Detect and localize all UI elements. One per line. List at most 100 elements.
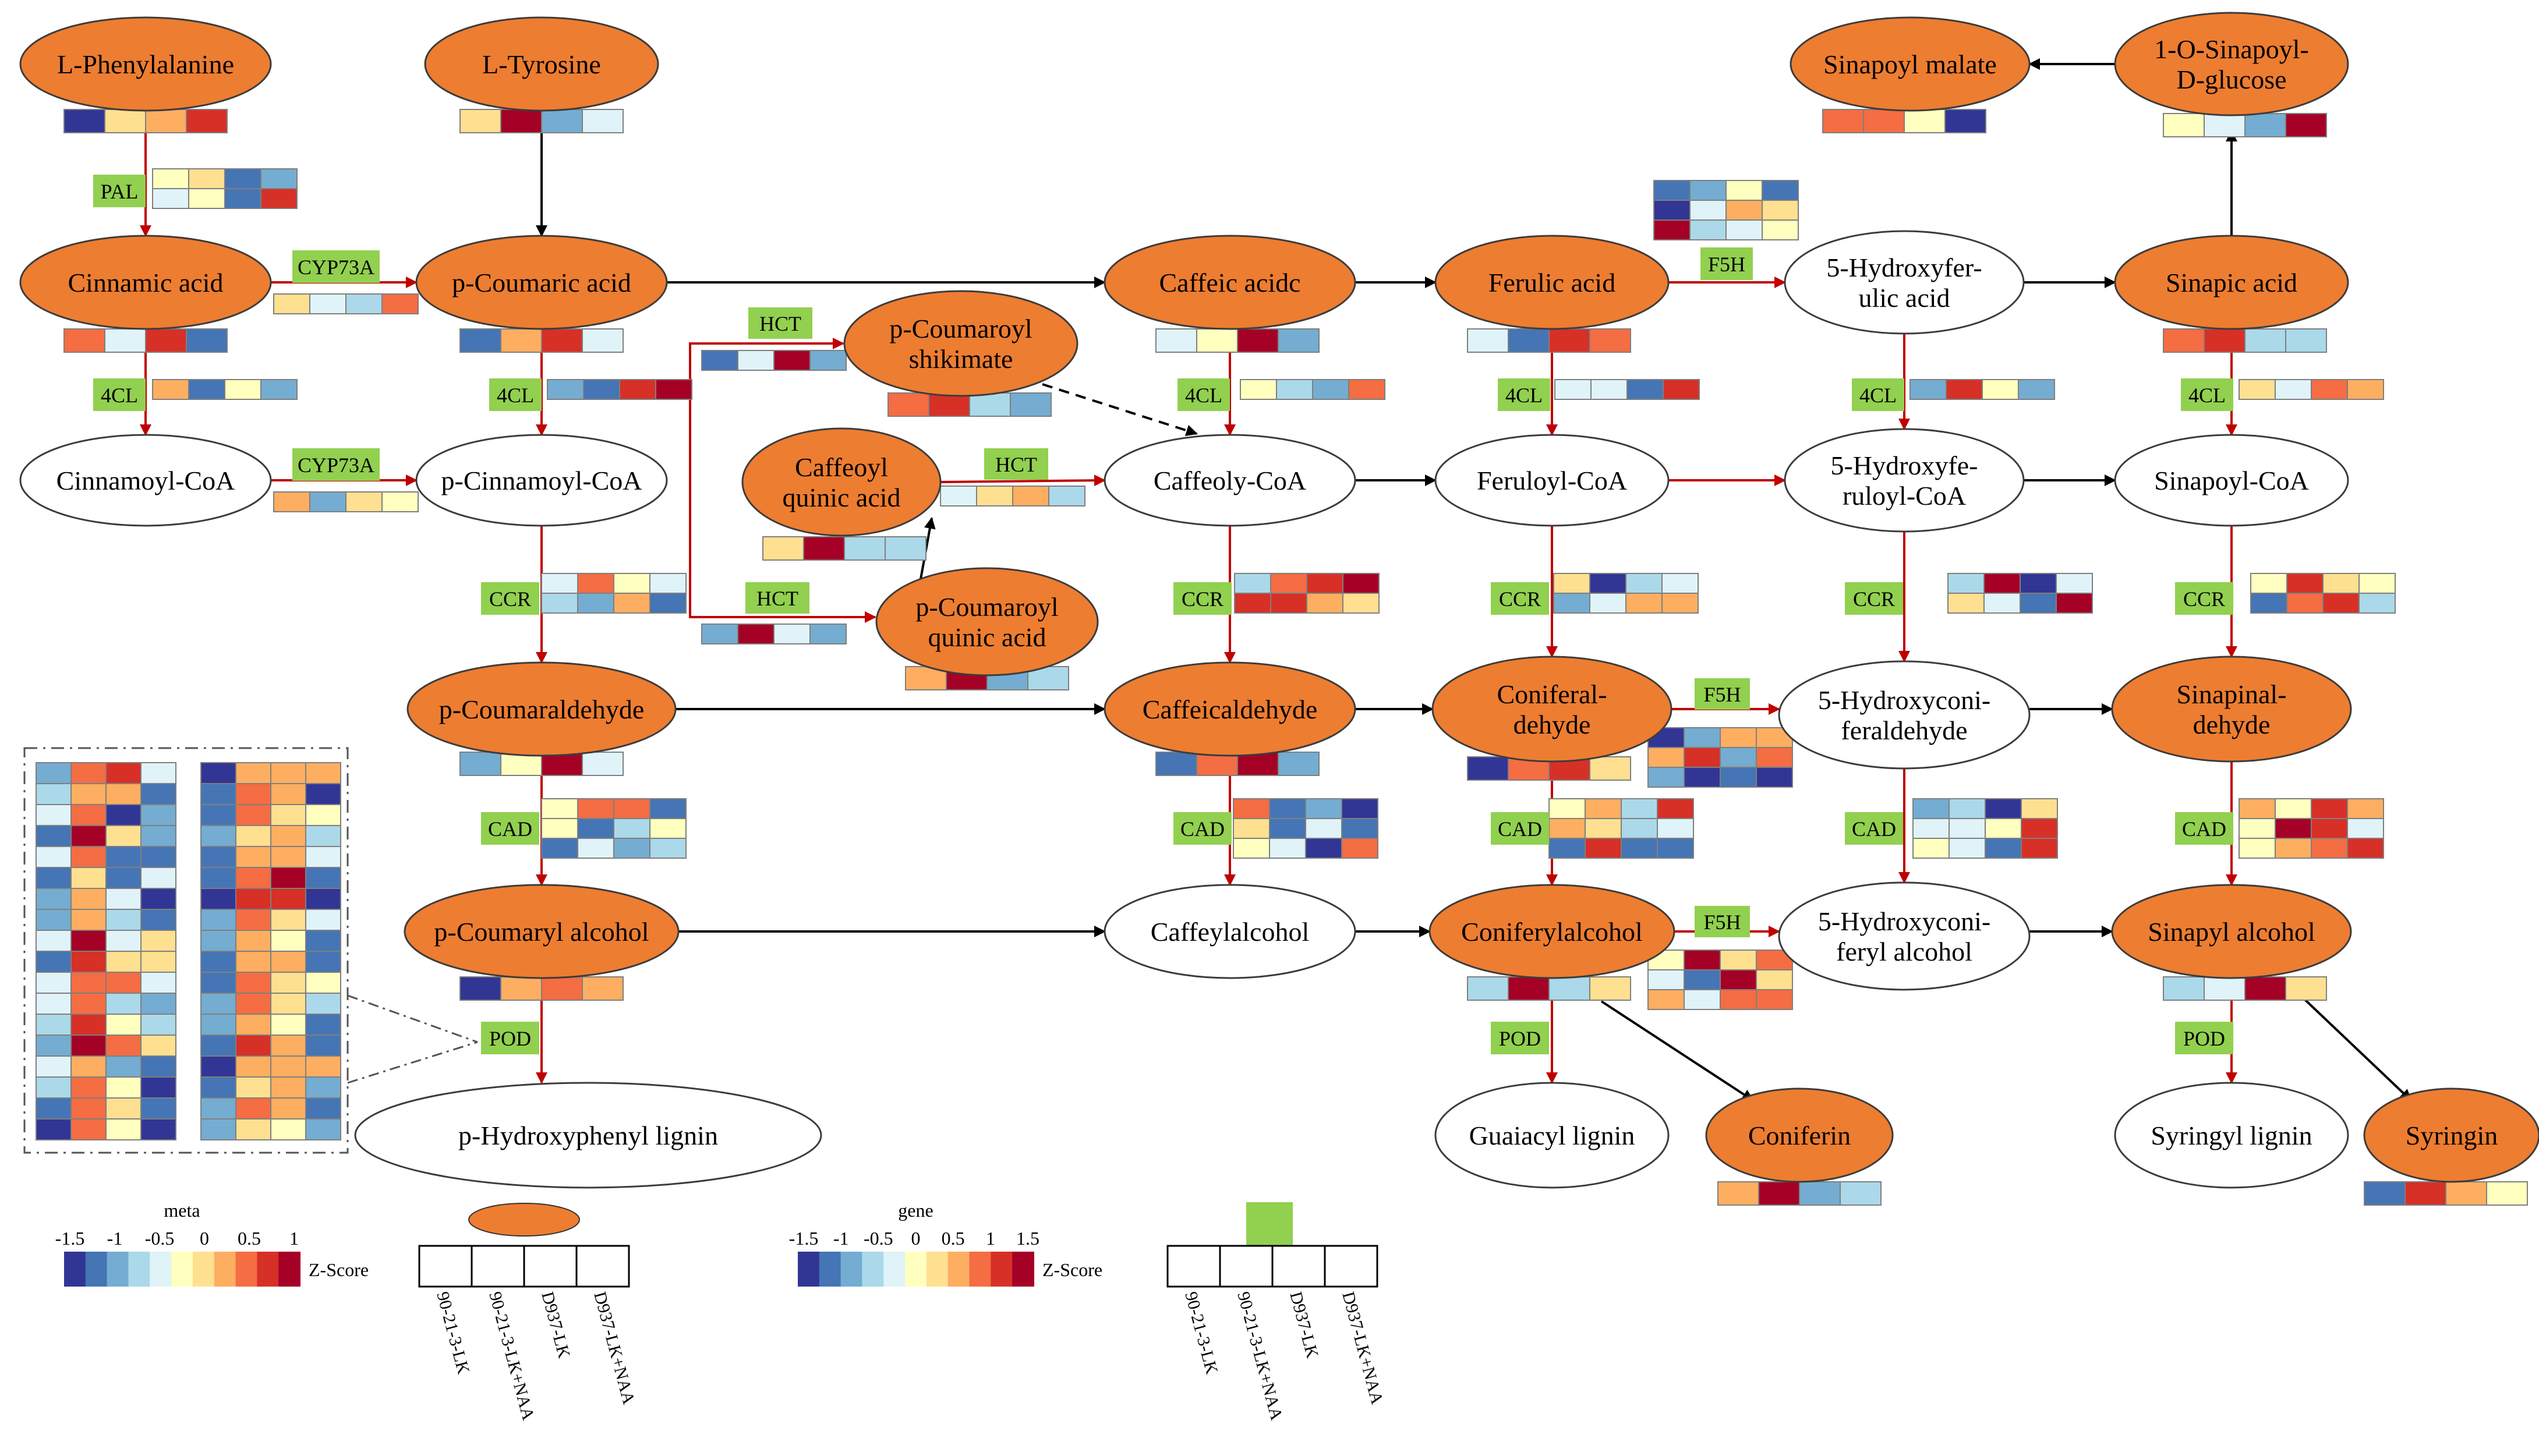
- metabolite-label: p-Coumaryl alcohol: [434, 917, 649, 947]
- metabolite-heatmap-cell: [1799, 1181, 1841, 1206]
- metabolite-fer: Ferulic acid: [1434, 235, 1670, 330]
- colorbar-segment: [926, 1252, 949, 1287]
- inset-heatmap-cell: [36, 867, 72, 889]
- inset-heatmap-cell: [305, 1097, 341, 1120]
- inset-heatmap-cell: [105, 888, 142, 910]
- enzyme-box: [1173, 812, 1232, 845]
- gene-heatmap-cell: [1684, 950, 1721, 970]
- metabolite-key-marker: [468, 1203, 580, 1237]
- inset-heatmap-cell: [140, 1014, 176, 1036]
- inset-heatmap-cell: [200, 804, 236, 826]
- colorbar-segment: [969, 1252, 992, 1287]
- metabolite-sinald: Sinapinal-dehyde: [2111, 656, 2352, 763]
- metabolite-heatmap-cell: [1589, 756, 1631, 781]
- gene-heatmap-cell: [649, 593, 687, 614]
- gene-heatmap-cell: [1947, 593, 1985, 614]
- metabolite-hfer: 5-Hydroxyfer-ulic acid: [1784, 230, 2025, 335]
- gene-heatmap-cell: [1585, 838, 1622, 859]
- inset-connector: [347, 1041, 478, 1084]
- sample-label: 90-21-3-LK+NAA: [1233, 1290, 1286, 1422]
- gene-heatmap-cell: [2021, 818, 2058, 839]
- inset-heatmap-cell: [105, 1118, 142, 1140]
- inset-heatmap-cell: [200, 1055, 236, 1078]
- colorbar-segment: [840, 1252, 863, 1287]
- enzyme-box: [1491, 812, 1549, 845]
- inset-heatmap-cell: [36, 1076, 72, 1099]
- gene-heatmap-cell: [613, 593, 650, 614]
- metabolite-node-shape: [2111, 884, 2352, 979]
- gene-heatmap-cell: [1269, 798, 1306, 819]
- metabolite-cin: Cinnamic acid: [19, 235, 272, 330]
- enzyme-label: CAD: [488, 817, 532, 841]
- metabolite-heatmap-cell: [762, 536, 804, 561]
- inset-heatmap-cell: [305, 972, 341, 994]
- metabolite-fercoa: Feruloyl-CoA: [1434, 434, 1670, 527]
- metabolite-node-shape: [1428, 884, 1675, 979]
- sample-key-cell: [1271, 1245, 1326, 1288]
- metabolite-label: Sinapic acid: [2166, 268, 2297, 297]
- colorbar-segment: [192, 1252, 215, 1287]
- metabolite-heatmap-cell: [1822, 109, 1864, 133]
- gene-heatmap-cell: [1269, 838, 1306, 859]
- gene-heatmap-cell: [1234, 593, 1271, 614]
- reaction-arrow: [689, 480, 876, 623]
- sample-key-cell: [1324, 1245, 1378, 1288]
- gene-heatmap-cell: [1725, 200, 1763, 221]
- colorbar-segment: [905, 1252, 927, 1287]
- inset-heatmap-cell: [305, 1014, 341, 1036]
- sample-label: D937-LK+NAA: [590, 1290, 638, 1407]
- metabolite-node-shape: [19, 16, 272, 112]
- metabolite-node-shape: [404, 884, 680, 979]
- metabolite-label: Syringyl lignin: [2151, 1121, 2312, 1150]
- enzyme-ccr: CCR: [1845, 582, 1903, 615]
- inset-heatmap-cell: [105, 951, 142, 973]
- inset-heatmap-cell: [200, 762, 236, 784]
- inset-heatmap-cell: [305, 888, 341, 910]
- gene-heatmap-cell: [2311, 379, 2348, 400]
- inset-heatmap-cell: [235, 783, 271, 805]
- gene-heatmap-cell: [1663, 379, 1700, 400]
- inset-heatmap-cell: [305, 762, 341, 784]
- inset-heatmap-cell: [36, 846, 72, 868]
- inset-heatmap-cell: [200, 1076, 236, 1099]
- gene-heatmap-cell: [1233, 838, 1270, 859]
- gene-heatmap-cell: [2311, 798, 2348, 819]
- inset-heatmap-cell: [105, 972, 142, 994]
- gene-heatmap-cell: [1657, 818, 1694, 839]
- gene-heatmap-cell: [577, 818, 614, 839]
- enzyme-box: [1845, 582, 1903, 615]
- metabolite-slig: Syringyl lignin: [2114, 1082, 2349, 1189]
- gene-heatmap-cell: [2322, 593, 2360, 614]
- inset-heatmap-cell: [140, 804, 176, 826]
- inset-heatmap-cell: [70, 1118, 107, 1140]
- gene-heatmap-cell: [1912, 818, 1950, 839]
- legend-tick: 1: [289, 1228, 299, 1249]
- legend-tick: 0: [200, 1228, 209, 1249]
- inset-frame: [23, 747, 349, 1154]
- gene-heatmap-cell: [2021, 798, 2058, 819]
- metabolite-heatmap-cell: [1548, 976, 1590, 1001]
- enzyme-label: CCR: [2183, 587, 2225, 611]
- metabolite-heatmap-cell: [2244, 328, 2286, 353]
- metabolite-node-shape: [1784, 230, 2025, 335]
- gene-heatmap-cell: [1725, 219, 1763, 240]
- metabolite-label: p-Cinnamoyl-CoA: [441, 466, 642, 495]
- metabolite-node-shape: [1784, 428, 2025, 533]
- gene-heatmap-cell: [1342, 593, 1380, 614]
- metabolite-heatmap-cell: [928, 392, 970, 417]
- inset-heatmap-cell: [36, 804, 72, 826]
- inset-heatmap-cell: [305, 909, 341, 931]
- metabolite-label: Caffeylalcohol: [1151, 917, 1310, 947]
- enzyme-pod: POD: [2175, 1022, 2233, 1054]
- gene-heatmap-cell: [649, 818, 687, 839]
- metabolite-node-shape: [875, 567, 1099, 676]
- inset-heatmap-cell: [200, 846, 236, 868]
- metabolite-caf: Caffeic acidc: [1104, 235, 1356, 330]
- inset-heatmap-cell: [235, 825, 271, 847]
- colorbar-segment: [64, 1252, 86, 1287]
- metabolite-label: L-Phenylalanine: [57, 49, 234, 79]
- inset-heatmap-cell: [36, 1097, 72, 1120]
- gene-heatmap-cell: [1689, 219, 1727, 240]
- gene-heatmap-cell: [1270, 593, 1307, 614]
